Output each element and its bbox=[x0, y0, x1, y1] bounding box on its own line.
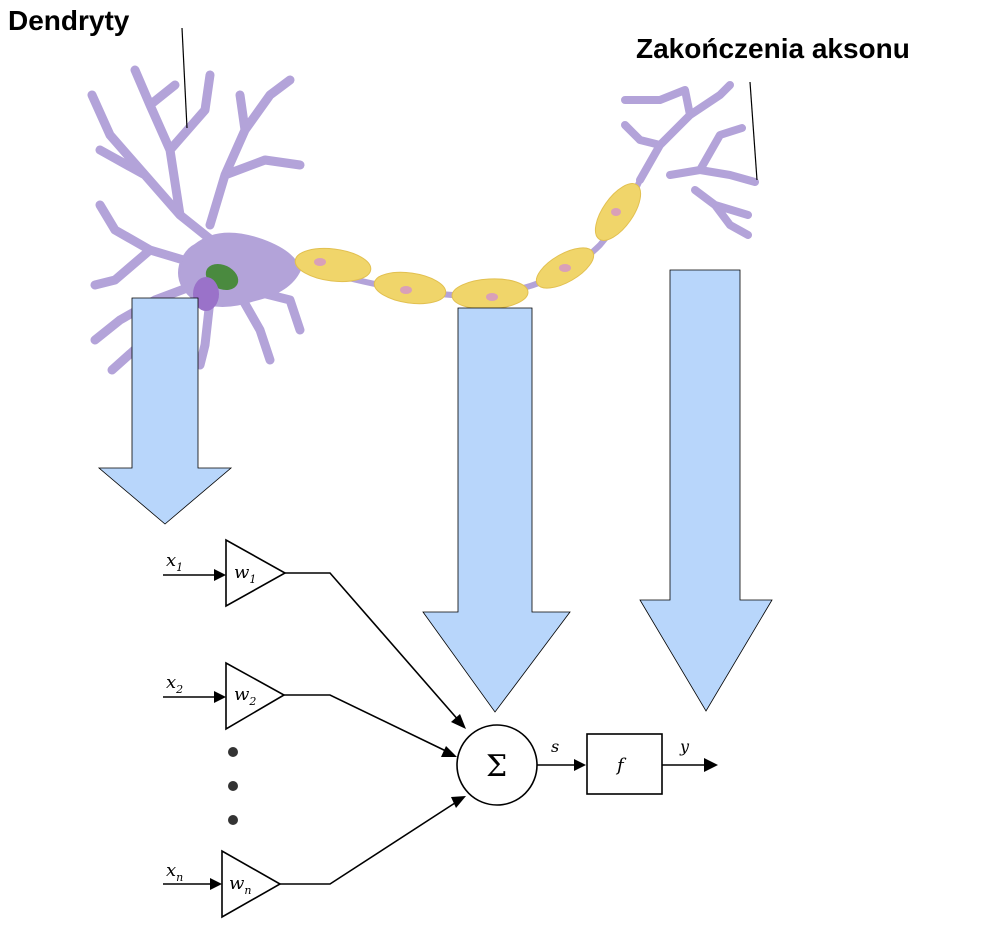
myelin-dot bbox=[486, 293, 498, 301]
ellipsis-dot bbox=[228, 815, 238, 825]
input-label-n: xn bbox=[166, 860, 183, 884]
myelin-dot bbox=[400, 286, 412, 294]
axon-terminals-label: Zakończenia aksonu bbox=[636, 33, 910, 64]
myelin-dot bbox=[611, 208, 621, 216]
weight-output-line bbox=[284, 694, 449, 753]
arrowhead bbox=[574, 759, 586, 771]
weight-label-1: w1 bbox=[234, 562, 256, 586]
arrow-dendrites-to-inputs bbox=[97, 297, 233, 525]
weight-label-n: wn bbox=[229, 873, 252, 897]
weight-triangle bbox=[225, 538, 287, 608]
myelin-sheath bbox=[294, 183, 642, 310]
arrowhead bbox=[214, 691, 226, 703]
weight-triangle bbox=[221, 849, 282, 919]
weight-output-line bbox=[285, 572, 461, 723]
myelin-segment bbox=[294, 247, 372, 283]
arrowhead bbox=[451, 714, 466, 729]
arrowhead bbox=[704, 758, 718, 772]
soma-spot bbox=[193, 277, 219, 311]
ellipsis-dot bbox=[228, 747, 238, 757]
input-label-2: x2 bbox=[166, 672, 183, 696]
summation-symbol: Σ bbox=[486, 749, 507, 784]
arrowhead bbox=[214, 569, 226, 581]
myelin-dots bbox=[314, 208, 621, 301]
activation-box bbox=[586, 733, 663, 795]
axon-terminals-leader-line bbox=[749, 81, 758, 181]
arrowhead bbox=[210, 878, 222, 890]
mapping-arrows bbox=[97, 269, 773, 713]
weight-label-2: w2 bbox=[234, 684, 256, 708]
artificial-neuron-model bbox=[163, 538, 718, 919]
axon-terminal-branches bbox=[621, 81, 759, 239]
weight-triangle bbox=[225, 661, 286, 731]
ellipsis-dots bbox=[228, 747, 238, 825]
myelin-dot bbox=[314, 258, 326, 266]
dendrites-label: Dendryty bbox=[8, 5, 130, 36]
arrowhead bbox=[441, 746, 457, 757]
myelin-dot bbox=[559, 264, 571, 272]
sum-output-label: s bbox=[551, 737, 559, 756]
weight-output-line bbox=[280, 800, 459, 885]
dendrites-leader-line bbox=[181, 27, 188, 129]
arrow-terminals-to-output bbox=[639, 269, 773, 712]
arrow-axon-to-sum bbox=[422, 307, 571, 713]
input-label-1: x1 bbox=[166, 550, 183, 574]
output-label: y bbox=[679, 737, 690, 756]
arrowhead bbox=[451, 796, 466, 808]
ellipsis-dot bbox=[228, 781, 238, 791]
